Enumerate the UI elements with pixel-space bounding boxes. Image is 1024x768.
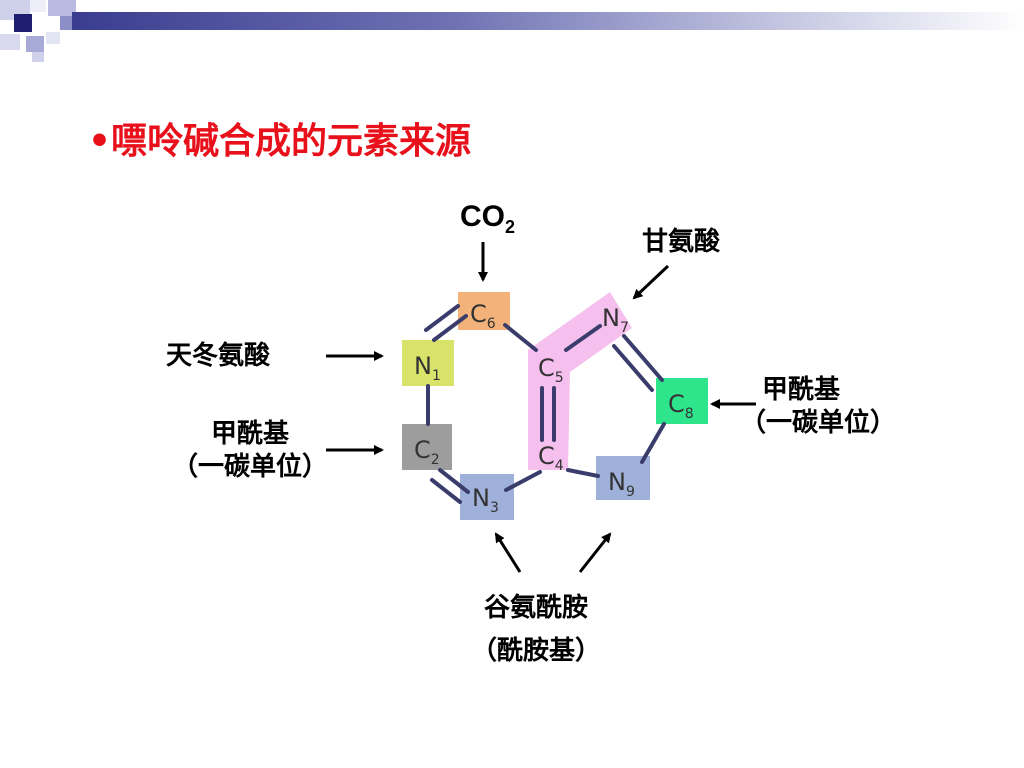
atom-label-n9: N9 [608, 468, 635, 500]
atom-label-n3: N3 [472, 484, 499, 516]
label-co2: CO2 [460, 200, 516, 237]
atom-box-n3 [460, 474, 514, 520]
label-formyl-left-line2: （一碳单位） [171, 451, 328, 482]
atom-box-c2 [402, 424, 452, 470]
label-formyl-right-line2: （一碳单位） [739, 407, 896, 438]
bond-n1-c6 [432, 314, 468, 342]
bond-c2-n3 [438, 468, 470, 494]
atom-label-c4: C4 [538, 442, 564, 474]
bond-c4-n9 [566, 468, 600, 478]
label-formyl-right-line1: 甲酰基 [762, 375, 841, 405]
label-glutamine: 谷氨酰胺 （酰胺基） [446, 592, 626, 667]
atom-label-n1: N1 [414, 352, 441, 384]
decor-square [30, 0, 46, 12]
decor-square [14, 14, 32, 32]
atom-label-c5: C5 [538, 354, 564, 386]
label-aspartate: 天冬氨酸 [166, 341, 271, 371]
decor-square [0, 34, 20, 50]
bond-c8-n9 [640, 422, 666, 464]
label-glutamine-line1: 谷氨酰胺 [483, 593, 588, 623]
decor-square [60, 16, 74, 30]
atom-label-c6: C6 [470, 300, 496, 332]
label-formyl-right: 甲酰基 （一碳单位） [718, 374, 918, 439]
decor-square [46, 32, 60, 44]
label-glutamine-line2: （酰胺基） [470, 635, 601, 666]
bond-n3-c4 [504, 470, 542, 492]
atom-label-n7: N7 [602, 304, 629, 336]
atom-label-c8: C8 [668, 390, 694, 422]
atom-box-c8 [656, 378, 708, 424]
bond-n1-c6 [424, 304, 460, 332]
arrow-glycine [632, 264, 670, 300]
decor-square [48, 0, 76, 16]
bond-n7-c8 [622, 334, 664, 382]
label-formyl-left: 甲酰基 （一碳单位） [150, 418, 350, 483]
decor-square [32, 52, 44, 62]
slide-title: •嘌呤碱合成的元素来源 [88, 121, 472, 162]
title-bar [72, 12, 1024, 30]
atom-box-c6 [458, 292, 510, 330]
atom-label-c2: C2 [414, 436, 440, 468]
atom-box-n1 [402, 340, 454, 386]
label-formyl-left-line1: 甲酰基 [210, 419, 289, 449]
arrow-glutamine-n3 [494, 532, 522, 573]
bond-n7-c8 [612, 344, 654, 392]
bond-c6-c5 [503, 323, 538, 352]
bond-c5-n7 [564, 324, 602, 352]
bond-c2-n3 [430, 478, 462, 504]
arrow-glutamine-n9 [578, 532, 612, 573]
label-glycine: 甘氨酸 [642, 227, 721, 257]
decor-square [26, 36, 44, 52]
